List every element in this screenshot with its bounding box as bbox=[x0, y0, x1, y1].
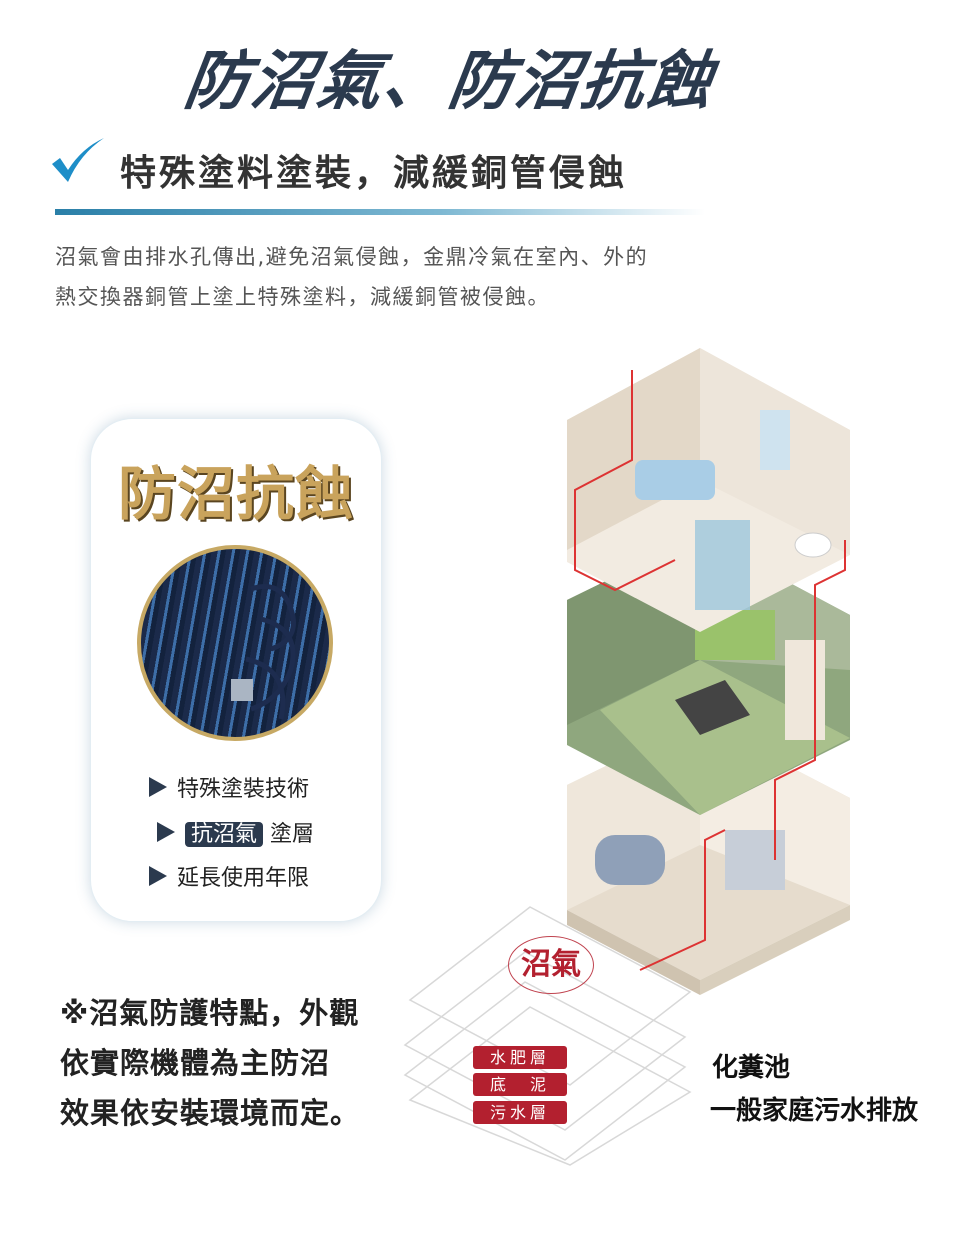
layer-label-sewage: 污水層 bbox=[473, 1101, 567, 1124]
triangle-bullet-icon bbox=[157, 822, 175, 842]
layer-label-sludge: 底 泥 bbox=[473, 1073, 567, 1096]
bullet-text: 塗層 bbox=[270, 822, 315, 847]
house-cutaway-illustration bbox=[403, 348, 850, 1166]
bullet-item: 抗沼氣 塗層 bbox=[157, 816, 314, 848]
feature-card: 防沼抗蝕 特殊塗裝技術 抗沼氣 塗層 延長使用年限 bbox=[90, 418, 382, 922]
card-title: 防沼抗蝕 bbox=[117, 460, 354, 528]
main-title: 防沼氣、防沼抗蝕 bbox=[179, 45, 719, 119]
description-line: 沼氣會由排水孔傳出,避免沼氣侵蝕，金鼎冷氣在室內、外的 bbox=[55, 245, 649, 269]
heat-exchanger-coil-image bbox=[137, 545, 333, 741]
subtitle: 特殊塗料塗裝，減緩銅管侵蝕 bbox=[120, 153, 628, 194]
triangle-bullet-icon bbox=[149, 866, 167, 886]
bullet-text: 特殊塗裝技術 bbox=[177, 777, 310, 802]
layer-label-manure: 水肥層 bbox=[473, 1046, 567, 1069]
drain-pipes bbox=[574, 370, 846, 971]
note-line: 效果依安裝環境而定。 bbox=[60, 1096, 361, 1130]
biogas-label: 沼氣 bbox=[508, 936, 594, 994]
septic-tank-title: 化糞池 bbox=[712, 1053, 791, 1083]
bathroom-floor bbox=[567, 348, 850, 632]
note-line: 依實際機體為主防沼 bbox=[60, 1046, 331, 1080]
triangle-bullet-icon bbox=[149, 777, 167, 797]
checkmark-icon bbox=[52, 138, 104, 182]
bullet-item: 延長使用年限 bbox=[149, 860, 309, 892]
note-line: ※沼氣防護特點，外觀 bbox=[60, 996, 360, 1030]
bullet-text: 延長使用年限 bbox=[177, 866, 310, 891]
kitchen-floor bbox=[567, 535, 850, 815]
septic-tank-description: 一般家庭污水排放 bbox=[710, 1096, 919, 1126]
bullet-tag: 抗沼氣 bbox=[185, 822, 264, 847]
description-line: 熱交換器銅管上塗上特殊塗料，減緩銅管被侵蝕。 bbox=[55, 285, 550, 309]
divider bbox=[55, 209, 705, 215]
bullet-item: 特殊塗裝技術 bbox=[149, 771, 309, 803]
